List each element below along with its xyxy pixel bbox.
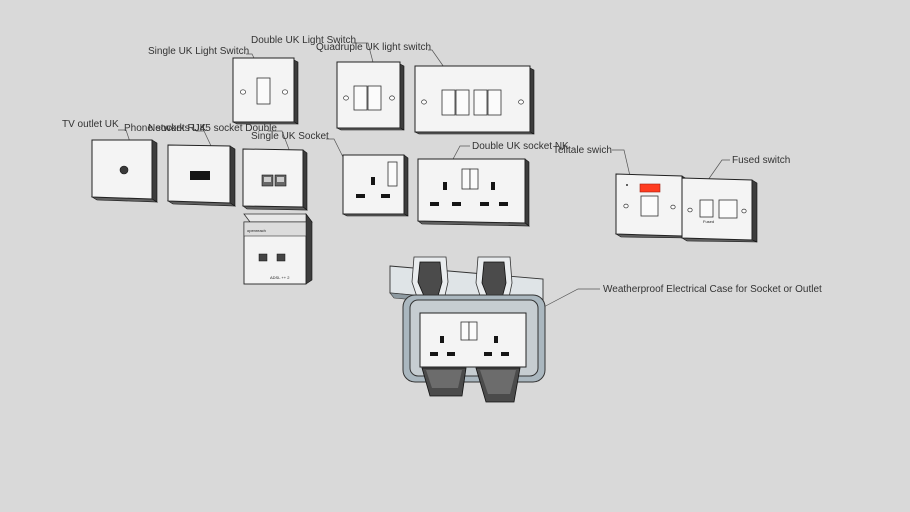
double-light-switch-plate bbox=[336, 61, 405, 131]
network-rj45-plate bbox=[242, 148, 308, 211]
telltale-switch-plate bbox=[614, 173, 688, 239]
neon-indicator-icon bbox=[639, 183, 661, 193]
label-weatherproof-case: Weatherproof Electrical Case for Socket … bbox=[603, 284, 822, 295]
quadruple-light-switch-plate bbox=[414, 65, 535, 135]
leader-network-rj45 bbox=[268, 130, 291, 153]
tv-outlet-plate bbox=[90, 139, 159, 203]
leader-phone-sockets bbox=[196, 130, 213, 149]
phone-jack-icon bbox=[190, 171, 210, 180]
leader-fused-switch bbox=[707, 159, 730, 181]
leader-quadruple-light-switch bbox=[428, 49, 447, 71]
label-single-light-switch: Single UK Light Switch bbox=[148, 46, 249, 57]
double-socket-plate bbox=[417, 158, 530, 227]
label-tv-outlet: TV outlet UK bbox=[62, 119, 119, 130]
double-switch-rocker-right bbox=[367, 85, 382, 111]
network-box-brand: openreach bbox=[247, 228, 266, 233]
phone-socket-plate bbox=[166, 144, 237, 207]
label-double-light-switch: Double UK Light Switch bbox=[251, 35, 356, 46]
coax-socket-icon bbox=[119, 165, 129, 175]
label-quadruple-light-switch: Quadruple UK light switch bbox=[316, 42, 431, 53]
annotation-labels: Single UK Light Switch Double UK Light S… bbox=[62, 35, 822, 311]
leader-single-socket bbox=[326, 138, 344, 158]
label-fused-switch: Fused switch bbox=[732, 155, 790, 166]
label-double-socket: Double UK socket NK bbox=[472, 141, 569, 152]
label-network-rj45: Network RJ45 socket Double bbox=[148, 123, 277, 134]
label-telltale-switch: Telltale swich bbox=[553, 145, 612, 156]
network-termination-box: openreach ADSL ++ 2 bbox=[243, 213, 313, 285]
single-socket-switch bbox=[387, 161, 398, 187]
single-socket-plate bbox=[342, 154, 409, 217]
label-phone-sockets: Phone sockets UK bbox=[124, 123, 207, 134]
leader-double-socket bbox=[451, 145, 470, 162]
fuse-carrier bbox=[699, 199, 714, 218]
weatherproof-case bbox=[389, 256, 546, 403]
network-box-label: ADSL ++ 2 bbox=[270, 275, 290, 280]
double-switch-rocker-left bbox=[353, 85, 368, 111]
leader-weatherproof-case bbox=[537, 288, 600, 311]
fused-switch-rocker bbox=[718, 199, 738, 219]
single-light-switch-plate bbox=[232, 57, 299, 125]
leader-telltale-switch bbox=[612, 149, 631, 177]
leader-double-light-switch bbox=[352, 42, 375, 67]
leader-tv-outlet bbox=[118, 129, 131, 143]
telltale-rocker bbox=[640, 195, 659, 217]
label-single-socket: Single UK Socket bbox=[251, 131, 329, 142]
single-switch-rocker bbox=[256, 77, 271, 105]
fused-switch-plate: Fused bbox=[680, 177, 758, 243]
fused-label: Fused bbox=[703, 219, 714, 224]
